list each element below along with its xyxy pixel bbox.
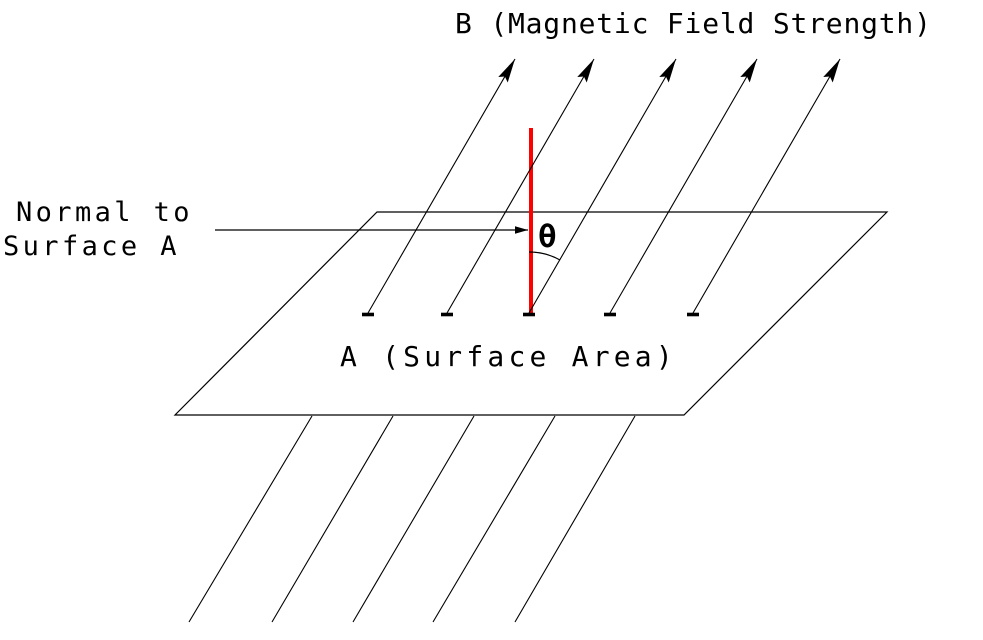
surface-plane bbox=[173, 211, 889, 416]
hidden-field-line bbox=[271, 415, 394, 623]
surface-label: A (Surface Area) bbox=[340, 340, 677, 373]
hidden-field-line bbox=[352, 415, 475, 623]
field-line-arrow bbox=[609, 58, 758, 314]
field-lines bbox=[367, 58, 841, 314]
normal-label-line2: Surface A bbox=[3, 231, 180, 262]
angle-arc bbox=[528, 251, 561, 261]
hidden-field-line bbox=[514, 415, 636, 623]
field-line-arrow bbox=[692, 58, 841, 314]
hidden-field-line bbox=[432, 415, 556, 623]
theta-symbol: θ bbox=[538, 219, 557, 255]
field-line-arrow bbox=[446, 58, 595, 314]
hidden-field-lines bbox=[188, 415, 636, 623]
field-line-arrow bbox=[528, 58, 677, 314]
hidden-field-line bbox=[188, 415, 313, 623]
field-line-arrow bbox=[367, 58, 516, 314]
surface-parallelogram bbox=[173, 211, 889, 416]
field-label: B (Magnetic Field Strength) bbox=[455, 7, 932, 40]
normal-label-line1: Normal to bbox=[16, 197, 193, 228]
